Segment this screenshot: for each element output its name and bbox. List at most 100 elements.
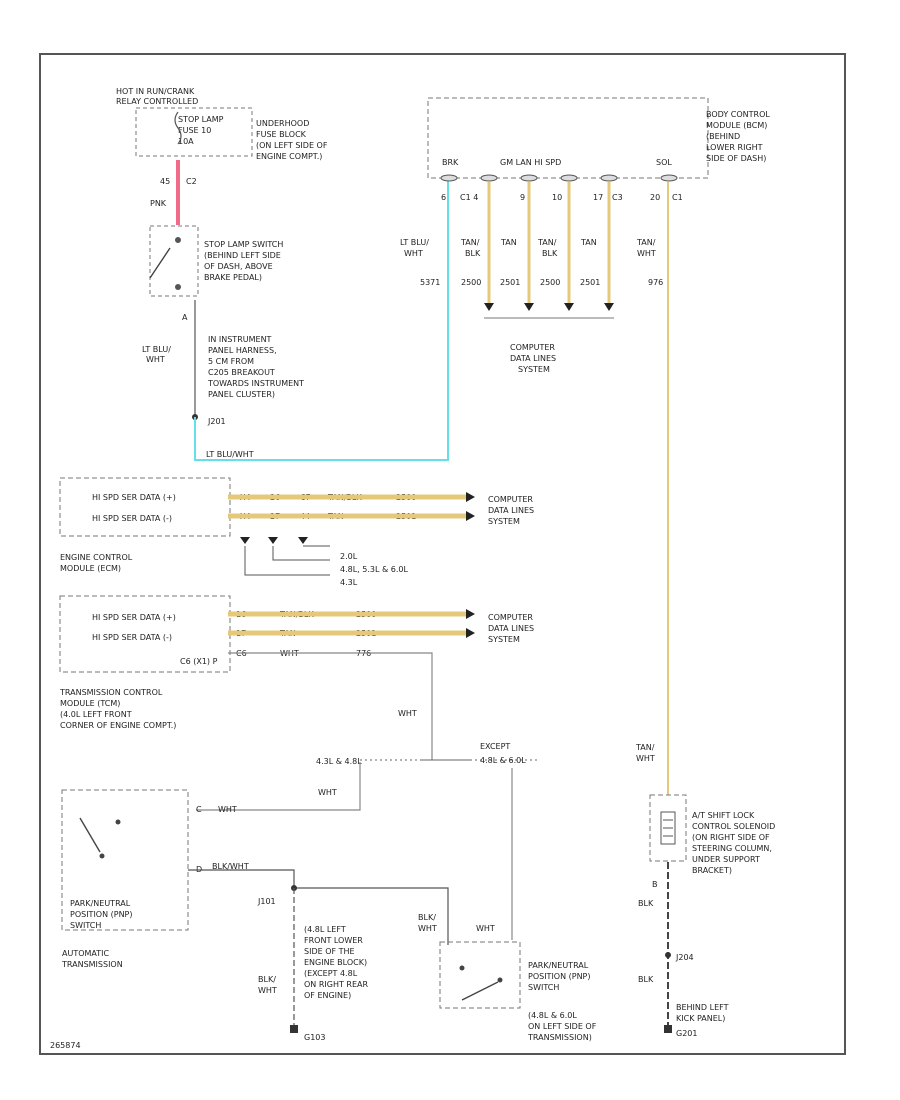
stop-switch-pin: A <box>182 313 188 322</box>
engine-control-module: HI SPD SER DATA (+) HI SPD SER DATA (-) … <box>59 477 416 573</box>
bcm-arrow-3 <box>604 303 614 311</box>
mid-var-left: 4.3L & 4.8L <box>316 757 362 766</box>
harness-line-2: PANEL HARNESS, <box>208 346 277 355</box>
switch-lever <box>149 247 171 279</box>
pnp-right-contact-1 <box>459 965 465 971</box>
lt-blu-wht-wire <box>194 180 449 461</box>
harness-line-4: C205 BREAKOUT <box>208 368 275 377</box>
bcm-pin-6: 20 <box>650 193 660 202</box>
solenoid-splice: J204 <box>675 953 694 962</box>
mid-wht-2: WHT <box>318 788 337 797</box>
bcm-connector-5 <box>660 174 678 182</box>
ground-left-line-5: (EXCEPT 4.8L <box>304 969 358 978</box>
blk-wht-wire-left <box>188 869 295 888</box>
stop-switch-label-4: BRAKE PEDAL) <box>204 273 262 282</box>
solenoid-blk-1: BLK <box>638 899 654 908</box>
solenoid-ground-2: KICK PANEL) <box>676 1014 725 1023</box>
tcm-label-1: TRANSMISSION CONTROL <box>59 688 163 697</box>
bcm-data-lines-3: SYSTEM <box>518 365 550 374</box>
bcm-wire-color-1: WHT <box>404 249 423 258</box>
tcm-label-3: (4.0L LEFT FRONT <box>60 710 132 719</box>
bcm-wire-color-6: BLK <box>542 249 558 258</box>
ecm-var-1: 2.0L <box>340 552 358 561</box>
tcm-sys-1: COMPUTER <box>488 613 533 622</box>
bcm-arrow-1 <box>524 303 534 311</box>
ecm-sys-2: DATA LINES <box>488 506 534 515</box>
solenoid-ground-1: BEHIND LEFT <box>676 1003 729 1012</box>
bcm-pin-2: 9 <box>520 193 525 202</box>
bcm-data-lines-2: DATA LINES <box>510 354 556 363</box>
ecm-label-1: ENGINE CONTROL <box>60 553 133 562</box>
ecm-var-3: 4.3L <box>340 578 358 587</box>
pnp-right-wht: WHT <box>476 924 495 933</box>
bcm-pin-3: 10 <box>552 193 562 202</box>
solenoid-line-2: CONTROL SOLENOID <box>692 822 775 831</box>
auto-trans-label-5: TRANSMISSION <box>61 960 123 969</box>
ecm-var-2: 4.8L, 5.3L & 6.0L <box>340 565 408 574</box>
mid-wht-1: WHT <box>398 709 417 718</box>
tcm-sys-2: DATA LINES <box>488 624 534 633</box>
hot-label-2: RELAY CONTROLLED <box>116 97 198 106</box>
bcm-arrow-2 <box>564 303 574 311</box>
auto-trans-label-2: POSITION (PNP) <box>70 910 133 919</box>
bcm-connector-0 <box>440 174 458 182</box>
ground-left-line-1: (4.8L LEFT <box>304 925 346 934</box>
bcm-circuit-3: 2500 <box>540 278 560 287</box>
solenoid-wire-2: WHT <box>636 754 655 763</box>
tcm-label-2: MODULE (TCM) <box>60 699 120 708</box>
ground-left-line-2: FRONT LOWER <box>304 936 363 945</box>
bcm-gm-lan: GM LAN HI SPD <box>500 158 561 167</box>
solenoid-wire-1: TAN/ <box>635 743 655 752</box>
ground-g103-symbol <box>290 1025 298 1033</box>
ecm-row-1: HI SPD SER DATA (+) <box>92 493 176 502</box>
harness-line-1: IN INSTRUMENT <box>208 335 272 344</box>
bcm-label-5: SIDE OF DASH) <box>706 154 766 163</box>
auto-trans-lever <box>79 817 101 853</box>
bcm-circuit-2: 2501 <box>500 278 520 287</box>
solenoid-line-1: A/T SHIFT LOCK <box>692 811 755 820</box>
solenoid-pin-b: B <box>652 880 658 889</box>
auto-trans-label-4: AUTOMATIC <box>62 949 110 958</box>
ground-left-wire-2: WHT <box>258 986 277 995</box>
bcm-label-4: LOWER RIGHT <box>706 143 763 152</box>
fuse-label-3: 10A <box>178 137 194 146</box>
switch-contact-bottom <box>175 284 181 290</box>
pnp-right-wire-1: BLK/ <box>418 913 436 922</box>
bcm-connector-2 <box>520 174 538 182</box>
ecm-sys-3: SYSTEM <box>488 517 520 526</box>
bcm-brk: BRK <box>442 158 459 167</box>
ecm-var-arrow-2 <box>268 537 278 544</box>
ecm-box <box>59 477 231 537</box>
fuse-box <box>135 107 253 157</box>
auto-trans-label-3: SWITCH <box>70 921 101 930</box>
bcm-connector-4 <box>600 174 618 182</box>
pnp-right-line-3: SWITCH <box>528 983 559 992</box>
splice-j101-label: J101 <box>257 897 276 906</box>
solenoid-line-5: UNDER SUPPORT <box>692 855 760 864</box>
stop-lamp-switch: STOP LAMP SWITCH (BEHIND LEFT SIDE OF DA… <box>142 225 283 364</box>
pnp-right-box <box>439 941 521 1009</box>
ecm-sys-1: COMPUTER <box>488 495 533 504</box>
ground-left-g103: G103 <box>304 1033 325 1042</box>
ecm-var-line-2 <box>272 546 330 561</box>
auto-trans-contact-1 <box>115 819 121 825</box>
stop-switch-wire-1: LT BLU/ <box>142 345 171 354</box>
ecm-arrow-2 <box>466 511 475 521</box>
bcm-circuit-4: 2501 <box>580 278 600 287</box>
pnp-switch-right: BLK/ WHT WHT PARK/NEUTRAL POSITION (PNP)… <box>418 913 597 1042</box>
fuse-label-1: STOP LAMP <box>178 115 224 124</box>
ground-left-line-7: OF ENGINE) <box>304 991 351 1000</box>
bcm-wire-color-0: LT BLU/ <box>400 238 429 247</box>
tcm-label-4: CORNER OF ENGINE COMPT.) <box>60 721 176 730</box>
bcm-label-2: MODULE (BCM) <box>706 121 767 130</box>
bcm-circuit-5: 976 <box>648 278 663 287</box>
pnp-right-line-1: PARK/NEUTRAL <box>528 961 589 970</box>
stop-switch-box <box>149 225 199 297</box>
shift-lock-solenoid: TAN/ WHT A/T SHIFT LOCK CONTROL SOLENOID… <box>635 743 775 1038</box>
splice-j204-dot <box>665 952 671 958</box>
auto-trans-wht: WHT <box>218 805 237 814</box>
stop-switch-label-1: STOP LAMP SWITCH <box>204 240 283 249</box>
harness-note: IN INSTRUMENT PANEL HARNESS, 5 CM FROM C… <box>207 335 304 426</box>
bcm-wire-color-3: BLK <box>465 249 481 258</box>
tcm-arrow-2 <box>466 628 475 638</box>
